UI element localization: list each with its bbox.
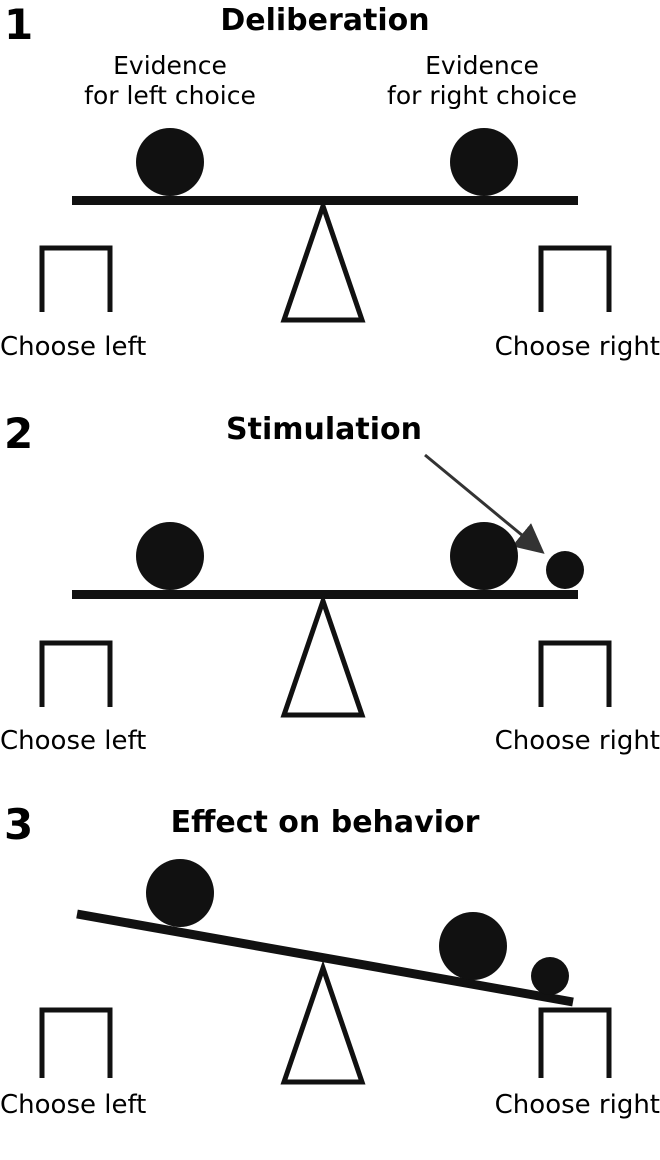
- balance-illustration: [39, 453, 612, 718]
- panel-heading: Stimulation: [226, 412, 422, 447]
- left-choice-box: [39, 640, 113, 707]
- choose-left-label: Choose left: [0, 726, 147, 756]
- stimulation-ball: [546, 551, 584, 589]
- stimulation-ball: [531, 957, 569, 995]
- right-evidence-ball: [439, 912, 507, 980]
- left-choice-box: [39, 245, 113, 312]
- choose-left-label: Choose left: [0, 332, 147, 362]
- evidence-right-line2: for right choice: [387, 81, 577, 110]
- left-evidence-ball: [146, 859, 214, 927]
- panel-number: 1: [4, 0, 34, 49]
- panel-number: 3: [4, 800, 34, 849]
- evidence-left-label: Evidence for left choice: [84, 51, 256, 111]
- choose-right-label: Choose right: [494, 332, 660, 362]
- left-evidence-ball: [136, 522, 204, 590]
- panel-effect-on-behavior: 3 Effect on behavior Choose left Choose …: [0, 790, 660, 1160]
- panel-deliberation: 1 Deliberation Evidence for left choice …: [0, 0, 660, 370]
- balance-illustration: [39, 128, 612, 323]
- right-evidence-ball: [450, 128, 518, 196]
- beam: [72, 590, 578, 599]
- right-choice-box: [538, 640, 612, 707]
- evidence-right-line1: Evidence: [425, 51, 539, 80]
- fulcrum: [280, 198, 366, 323]
- choose-right-label: Choose right: [494, 1090, 660, 1120]
- stimulation-arrow: [424, 453, 545, 554]
- panel-number: 2: [4, 409, 34, 458]
- left-evidence-ball: [136, 128, 204, 196]
- balance-illustration: [39, 859, 612, 1085]
- right-choice-box: [538, 1007, 612, 1078]
- panel-stimulation: 2 Stimulation Choose left Choose right: [0, 395, 660, 765]
- beam: [72, 196, 578, 205]
- choose-right-label: Choose right: [494, 726, 660, 756]
- right-evidence-ball: [450, 522, 518, 590]
- panel-heading: Effect on behavior: [170, 805, 480, 840]
- panel-heading: Deliberation: [220, 3, 430, 38]
- evidence-left-line2: for left choice: [84, 81, 256, 110]
- evidence-left-line1: Evidence: [113, 51, 227, 80]
- left-choice-box: [39, 1007, 113, 1078]
- evidence-right-label: Evidence for right choice: [387, 51, 577, 111]
- choose-left-label: Choose left: [0, 1090, 147, 1120]
- fulcrum: [280, 593, 366, 718]
- tilted-beam: [76, 909, 574, 1007]
- fulcrum: [280, 960, 366, 1085]
- right-choice-box: [538, 245, 612, 312]
